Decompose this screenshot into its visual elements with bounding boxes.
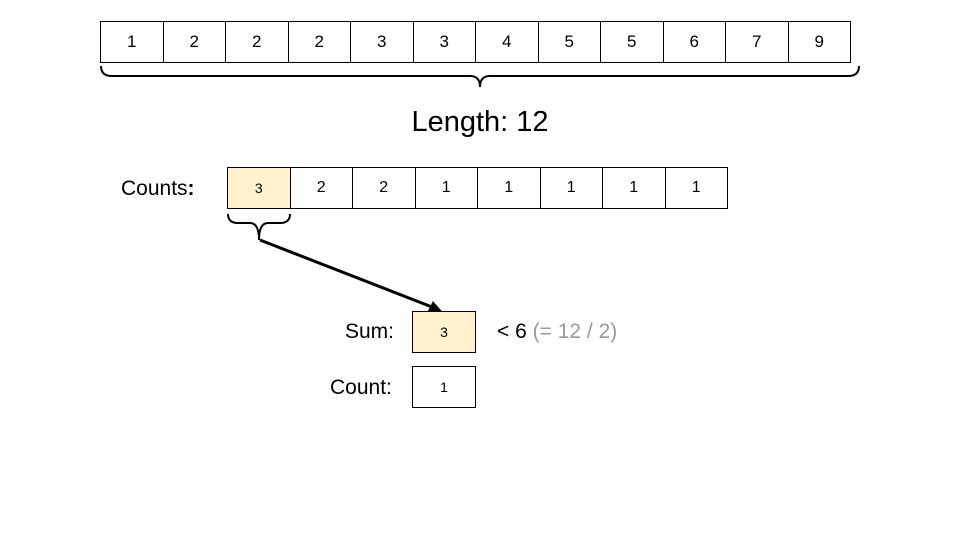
counts-array-cell: 2 — [352, 167, 416, 209]
sum-value-box: 3 — [412, 311, 476, 353]
counts-array-cell: 2 — [289, 167, 353, 209]
counts-label-colon: : — [187, 177, 195, 200]
first-count-brace — [227, 213, 291, 241]
count-value-box: 1 — [412, 366, 476, 408]
length-label: Length: 12 — [411, 106, 549, 138]
arrow-line — [259, 238, 433, 309]
counts-array-cell: 1 — [539, 167, 603, 209]
comparison-main: < 6 — [497, 320, 527, 343]
counts-array-cell: 1 — [664, 167, 728, 209]
counts-label-text: Counts — [121, 177, 188, 200]
sorted-array-cell: 6 — [662, 21, 726, 63]
sum-label: Sum: — [345, 320, 395, 343]
sorted-array-cell: 3 — [350, 21, 414, 63]
counts-label: Counts: — [121, 177, 195, 201]
sorted-array-cell: 5 — [537, 21, 601, 63]
count-label: Count: — [330, 376, 392, 399]
counts-array-cell: 1 — [477, 167, 541, 209]
sorted-array-cell: 3 — [412, 21, 476, 63]
sorted-array-cell: 2 — [162, 21, 226, 63]
sorted-array-cell: 9 — [787, 21, 851, 63]
counts-array-cell: 3 — [227, 167, 291, 209]
sorted-array-cell: 7 — [725, 21, 789, 63]
counts-array-cell: 1 — [602, 167, 666, 209]
comparison-note: (= 12 / 2) — [532, 320, 618, 343]
sorted-array-cell: 1 — [100, 21, 164, 63]
sorted-array-cell: 4 — [475, 21, 539, 63]
length-brace — [100, 65, 860, 88]
counts-array-cell: 1 — [414, 167, 478, 209]
sorted-array-cell: 2 — [225, 21, 289, 63]
comparison-text: < 6 (= 12 / 2) — [497, 320, 617, 344]
